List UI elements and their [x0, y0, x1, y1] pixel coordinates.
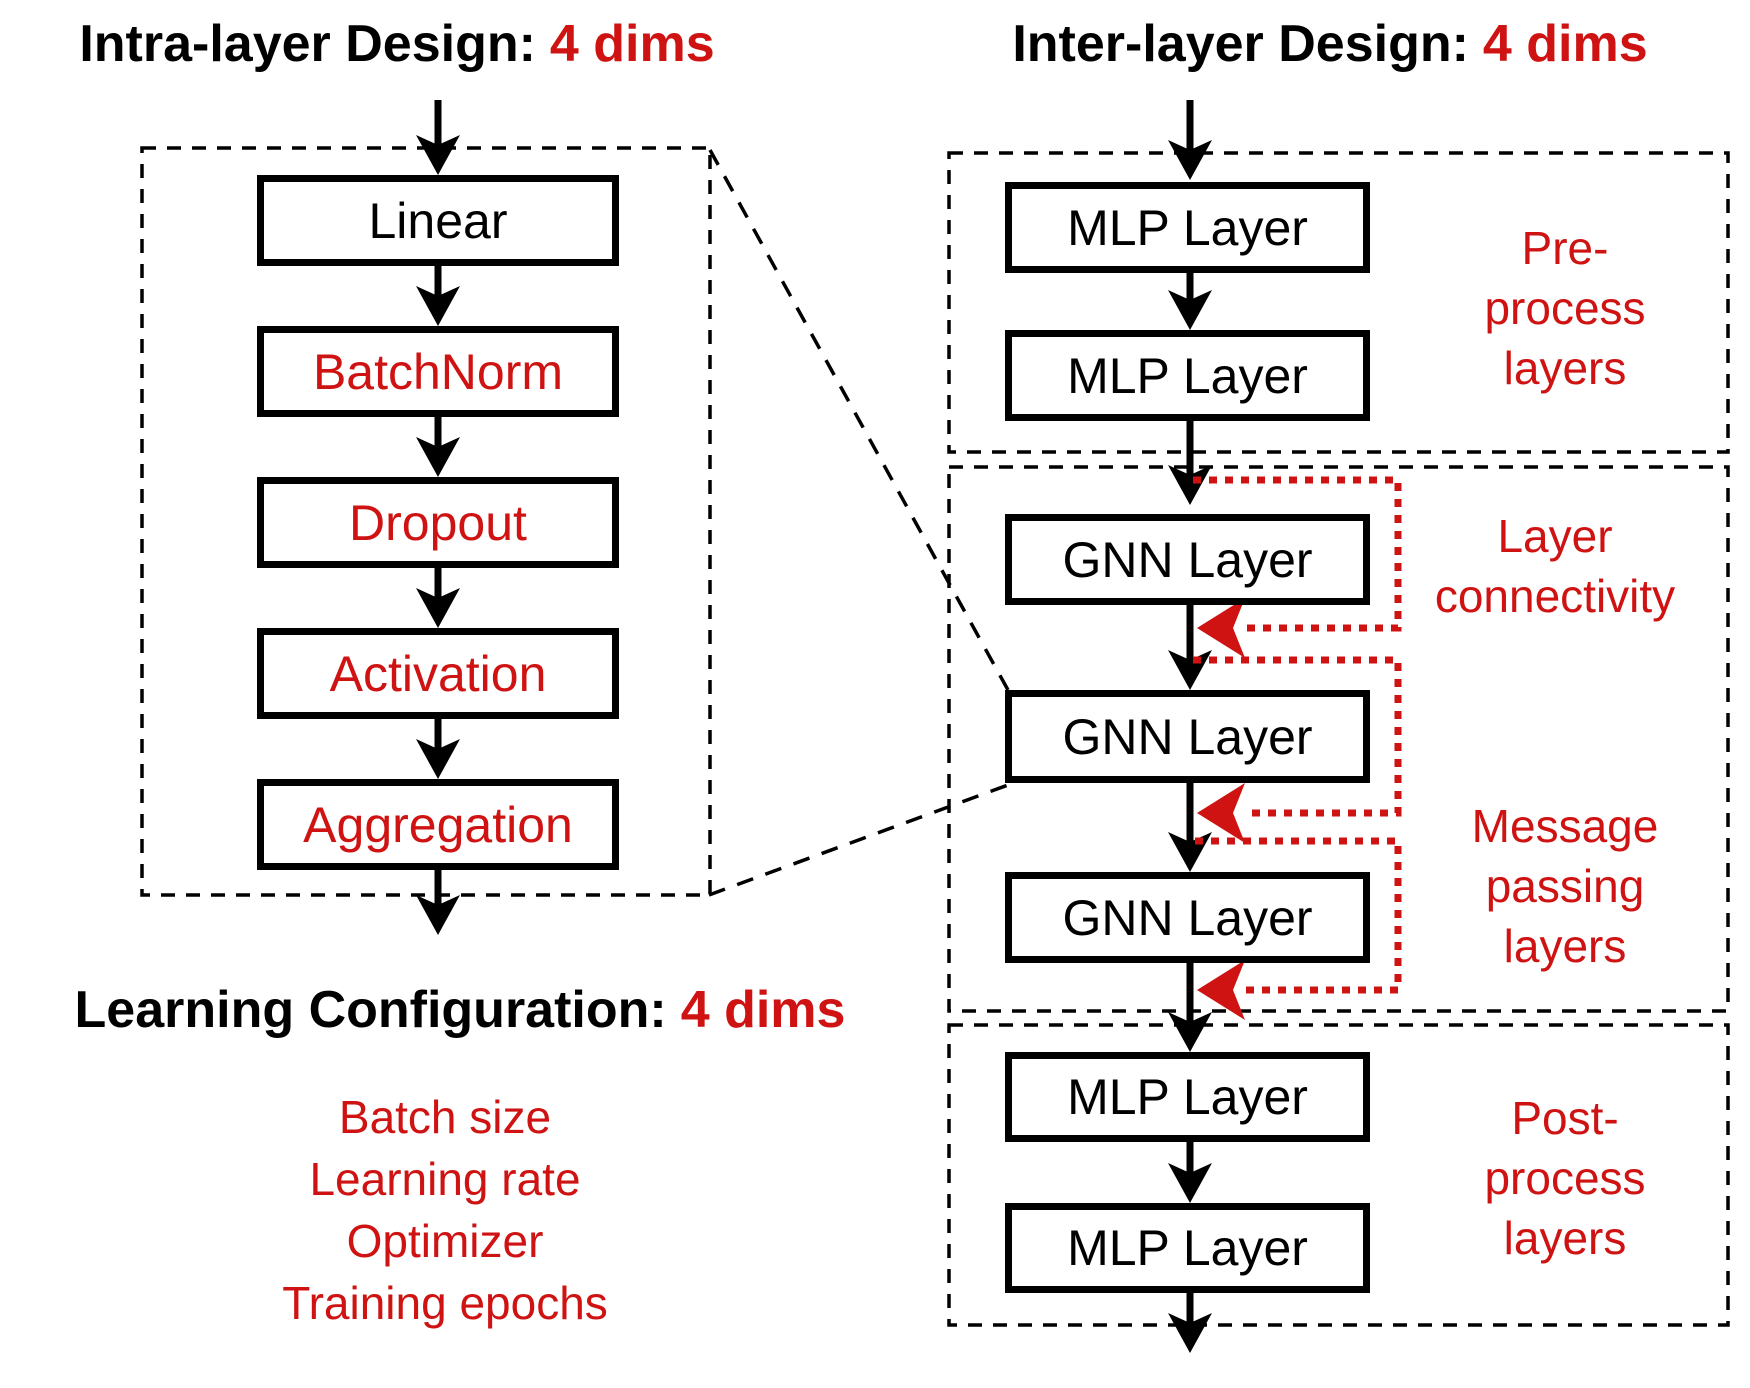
learning-item-learning-rate: Learning rate — [309, 1153, 581, 1205]
intra-layer-title-dims: 4 dims — [549, 15, 715, 73]
node-gnn-3-label: GNN Layer — [1062, 889, 1313, 946]
postprocess-label: Post- process layers — [1400, 1088, 1730, 1268]
node-activation: Activation — [257, 628, 619, 719]
callout-diagonal-top — [708, 149, 1010, 691]
intra-layer-title-text: Intra-layer Design: — [79, 15, 536, 73]
callout-diagonal-bottom — [708, 783, 1009, 897]
postprocess-label-line2: process — [1484, 1152, 1646, 1204]
skip-arrowhead-2 — [1197, 783, 1245, 843]
layer-connectivity-label-line1: Layer — [1497, 510, 1613, 562]
learning-item-training-epochs: Training epochs — [282, 1277, 608, 1329]
node-mlp-pre-2-label: MLP Layer — [1067, 347, 1308, 404]
intra-layer-title: Intra-layer Design: 4 dims — [40, 12, 754, 76]
node-mlp-post-1-label: MLP Layer — [1067, 1069, 1308, 1125]
node-batchnorm-label: BatchNorm — [312, 343, 564, 400]
node-aggregation: Aggregation — [257, 779, 619, 870]
preprocess-label-line3: layers — [1503, 342, 1627, 394]
node-linear-label: Linear — [368, 192, 508, 249]
learning-configuration-title-text: Learning Configuration: — [74, 981, 667, 1039]
node-aggregation-label: Aggregation — [303, 796, 573, 853]
layer-connectivity-label: Layer connectivity — [1390, 506, 1720, 626]
node-batchnorm: BatchNorm — [257, 326, 619, 417]
node-gnn-3: GNN Layer — [1005, 872, 1370, 963]
preprocess-label-line1: Pre- — [1521, 222, 1609, 274]
learning-item-batch-size: Batch size — [338, 1091, 552, 1143]
node-mlp-post-1: MLP Layer — [1005, 1052, 1370, 1142]
skip-loop-1 — [1193, 476, 1402, 632]
node-linear: Linear — [257, 175, 619, 266]
node-mlp-pre-2: MLP Layer — [1005, 330, 1370, 421]
node-gnn-2-label: GNN Layer — [1062, 708, 1313, 765]
learning-item-optimizer: Optimizer — [346, 1215, 544, 1267]
node-mlp-pre-1-label: MLP Layer — [1067, 199, 1308, 256]
node-gnn-2: GNN Layer — [1005, 690, 1370, 783]
message-passing-dashed-box — [947, 465, 1730, 1013]
node-gnn-1: GNN Layer — [1005, 514, 1370, 605]
node-mlp-post-2: MLP Layer — [1005, 1203, 1370, 1293]
learning-configuration-list: Batch size Learning rate Optimizer Train… — [95, 1086, 795, 1334]
inter-layer-title-text: Inter-layer Design: — [1012, 15, 1469, 73]
inter-layer-title-dims: 4 dims — [1482, 15, 1648, 73]
node-activation-label: Activation — [329, 645, 547, 702]
node-mlp-pre-1: MLP Layer — [1005, 182, 1370, 273]
skip-arrowhead-3 — [1197, 960, 1245, 1020]
inter-layer-title: Inter-layer Design: 4 dims — [950, 12, 1710, 76]
node-dropout-label: Dropout — [349, 494, 527, 551]
skip-connection-loops — [1193, 476, 1402, 1020]
right-flow-arrows — [1168, 100, 1212, 1353]
preprocess-label-line2: process — [1484, 282, 1646, 334]
skip-arrowhead-1 — [1197, 598, 1245, 658]
message-passing-label-line2: passing — [1485, 860, 1645, 912]
skip-loop-3 — [1195, 837, 1402, 994]
message-passing-label-line3: layers — [1503, 920, 1627, 972]
left-flow-arrows — [416, 100, 460, 935]
message-passing-label-line1: Message — [1471, 800, 1659, 852]
node-mlp-post-2-label: MLP Layer — [1067, 1220, 1308, 1276]
postprocess-label-line3: layers — [1503, 1212, 1627, 1264]
node-dropout: Dropout — [257, 477, 619, 568]
message-passing-label: Message passing layers — [1400, 796, 1730, 976]
learning-configuration-title-dims: 4 dims — [680, 981, 846, 1039]
layer-connectivity-label-line2: connectivity — [1434, 570, 1676, 622]
node-gnn-1-label: GNN Layer — [1062, 531, 1313, 588]
postprocess-dashed-box — [947, 1023, 1730, 1327]
skip-loop-2 — [1193, 656, 1402, 817]
learning-configuration-title: Learning Configuration: 4 dims — [20, 978, 900, 1042]
postprocess-label-line1: Post- — [1511, 1092, 1619, 1144]
preprocess-label: Pre- process layers — [1400, 218, 1730, 398]
preprocess-dashed-box — [947, 151, 1730, 454]
